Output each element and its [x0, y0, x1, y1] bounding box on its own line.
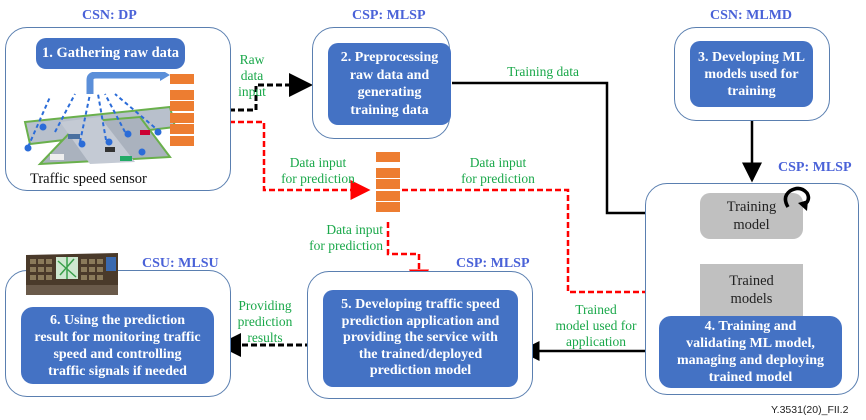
group-label-mlsu: CSU: MLSU: [142, 256, 219, 271]
flow-label-data-input-prediction-3: Data input for prediction: [309, 222, 383, 253]
step-5-developing-prediction-application[interactable]: 5. Developing traffic speed prediction a…: [323, 290, 518, 387]
raw-data-queue: [170, 74, 194, 147]
prediction-data-queue: [376, 152, 400, 214]
flow-label-raw-data-input: Raw data input: [238, 52, 266, 99]
sensor-icon: [23, 72, 177, 166]
step-1-gathering-raw-data[interactable]: 1. Gathering raw data: [36, 38, 185, 69]
loop-icon: [783, 186, 811, 211]
step-2-preprocessing[interactable]: 2. Preprocessing raw data and generating…: [328, 43, 451, 125]
flow-label-training-data: Training data: [507, 64, 579, 79]
group-label-mlsp-application: CSP: MLSP: [456, 256, 530, 271]
flow-label-data-input-prediction-2: Data input for prediction: [461, 155, 535, 186]
step-6-using-prediction-result[interactable]: 6. Using the prediction result for monit…: [21, 307, 214, 384]
step-4-training-validating[interactable]: 4. Training and validating ML model, man…: [659, 316, 842, 388]
figure-id: Y.3531(20)_FII.2: [771, 404, 849, 416]
group-label-mlsp-training: CSP: MLSP: [778, 160, 852, 175]
group-label-mlsp-preprocessing: CSP: MLSP: [352, 8, 426, 23]
group-label-mlmd: CSN: MLMD: [710, 8, 793, 23]
trained-models-box[interactable]: Trained models: [700, 264, 803, 316]
flow-label-providing-results: Providing prediction results: [237, 298, 293, 345]
step-3-developing-ml-models[interactable]: 3. Developing ML models used for trainin…: [690, 41, 813, 107]
flow-label-trained-model-used: Trained model used for application: [555, 302, 637, 349]
control-room-icon: [26, 253, 118, 295]
flow-label-data-input-prediction-1: Data input for prediction: [281, 155, 355, 186]
sensor-caption: Traffic speed sensor: [30, 171, 147, 187]
group-label-dp: CSN: DP: [82, 8, 137, 23]
